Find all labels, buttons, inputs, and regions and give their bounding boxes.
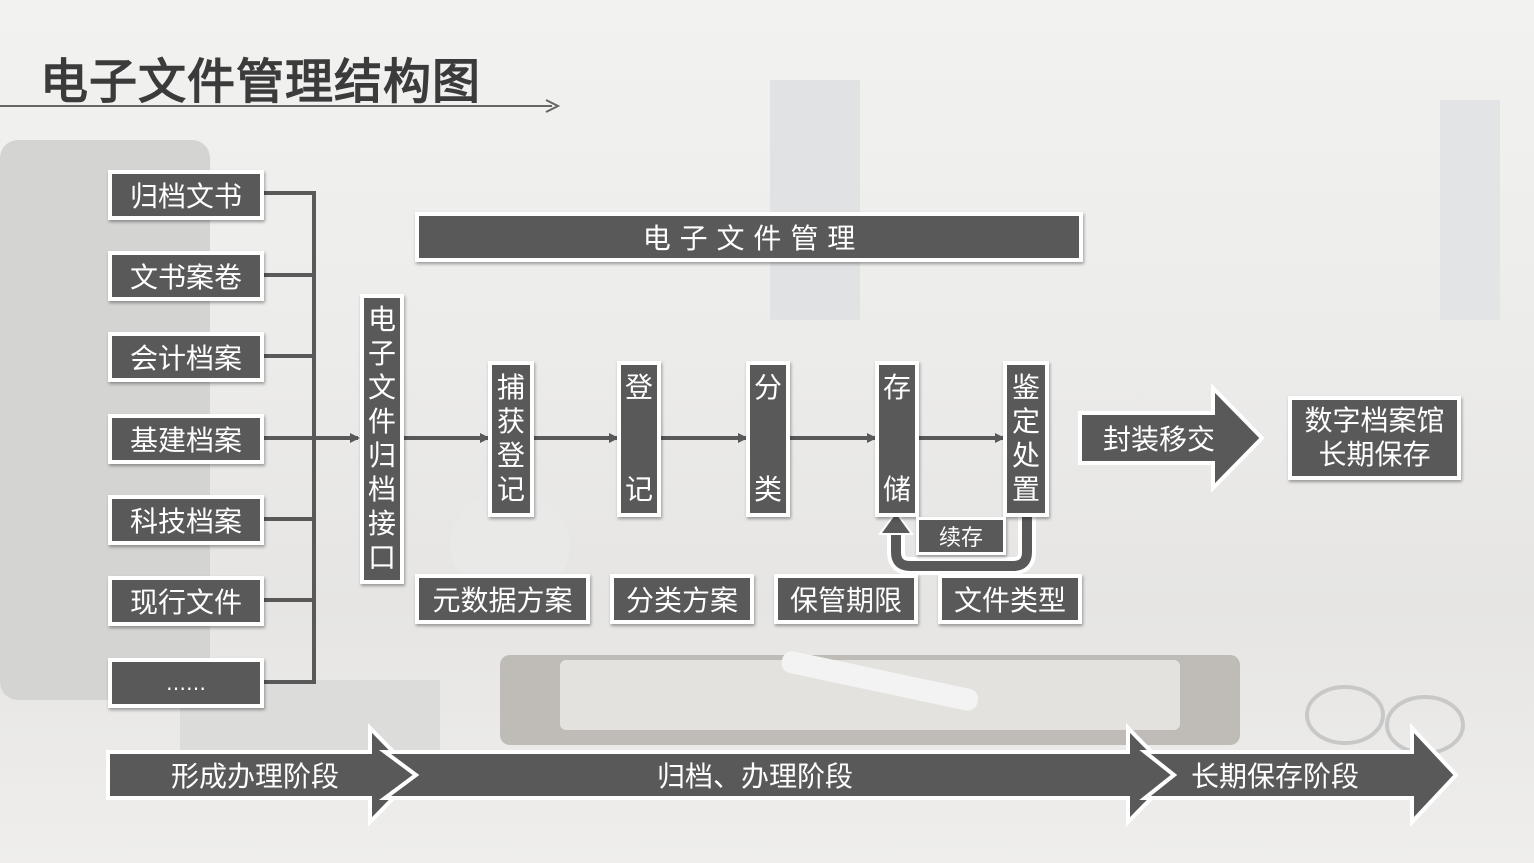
left-item-box: 科技档案 xyxy=(108,495,264,545)
step-capture-register: 捕 获 登 记 xyxy=(488,361,534,517)
title-underline-arrowhead xyxy=(545,99,561,113)
page-title: 电子文件管理结构图 xyxy=(40,54,482,110)
archive-line: 数字档案馆 xyxy=(1304,404,1445,437)
step-char: 定 xyxy=(1011,405,1040,438)
step-char: 类 xyxy=(753,473,782,506)
left-item-box: 归档文书 xyxy=(108,170,264,220)
left-item-box: 现行文件 xyxy=(108,576,264,626)
step-char: 储 xyxy=(882,473,911,506)
step-char: 分 xyxy=(753,371,782,404)
package-transfer-arrow-shape xyxy=(1078,383,1265,493)
phase-arrow-2-shape xyxy=(378,723,1177,827)
phase-label-long-term: 长期保存阶段 xyxy=(1190,760,1359,793)
phase-arrow-3-shape xyxy=(1139,722,1459,828)
step-char: 登 xyxy=(624,371,653,404)
interface-char: 接 xyxy=(367,507,396,540)
loop-arrowhead xyxy=(878,510,914,535)
interface-char: 子 xyxy=(367,337,396,370)
plan-box: 元数据方案 xyxy=(415,574,590,624)
digital-archive-box: 数字档案馆 长期保存 xyxy=(1288,396,1461,480)
left-item-box: 文书案卷 xyxy=(108,251,264,301)
loop-arrow xyxy=(891,514,1032,571)
left-item-box: …… xyxy=(108,658,264,708)
package-transfer-label: 封装移交 xyxy=(1102,423,1215,456)
interface-char: 文 xyxy=(367,371,396,404)
continue-store-label: 续存 xyxy=(916,517,1006,555)
interface-char: 电 xyxy=(367,303,396,336)
interface-char: 件 xyxy=(367,405,396,438)
archive-interface-box: 电 子 文 件 归 档 接 口 xyxy=(360,294,404,584)
plan-box: 分类方案 xyxy=(610,574,754,624)
interface-char: 档 xyxy=(367,473,396,506)
step-char: 登 xyxy=(496,439,525,472)
management-header: 电 子 文 件 管 理 xyxy=(415,212,1083,262)
step-register: 登 记 xyxy=(617,361,661,517)
step-char: 存 xyxy=(882,371,911,404)
step-classify: 分 类 xyxy=(746,361,790,517)
left-item-box: 会计档案 xyxy=(108,332,264,382)
step-char: 鉴 xyxy=(1011,371,1040,404)
step-char: 记 xyxy=(624,473,653,506)
phase-label-formation: 形成办理阶段 xyxy=(170,760,339,793)
interface-char: 归 xyxy=(367,439,396,472)
step-char: 记 xyxy=(496,473,525,506)
phase-label-archiving: 归档、办理阶段 xyxy=(656,760,853,793)
step-appraise: 鉴 定 处 置 xyxy=(1003,361,1049,517)
left-item-box: 基建档案 xyxy=(108,414,264,464)
left-bracket xyxy=(264,191,316,684)
step-char: 获 xyxy=(496,405,525,438)
step-char: 处 xyxy=(1011,439,1040,472)
plan-box: 保管期限 xyxy=(774,574,918,624)
interface-char: 口 xyxy=(367,541,396,574)
step-char: 置 xyxy=(1011,473,1040,506)
step-char: 捕 xyxy=(496,371,525,404)
plan-box: 文件类型 xyxy=(938,574,1082,624)
archive-line: 长期保存 xyxy=(1318,438,1431,471)
step-store: 存 储 xyxy=(875,361,919,517)
